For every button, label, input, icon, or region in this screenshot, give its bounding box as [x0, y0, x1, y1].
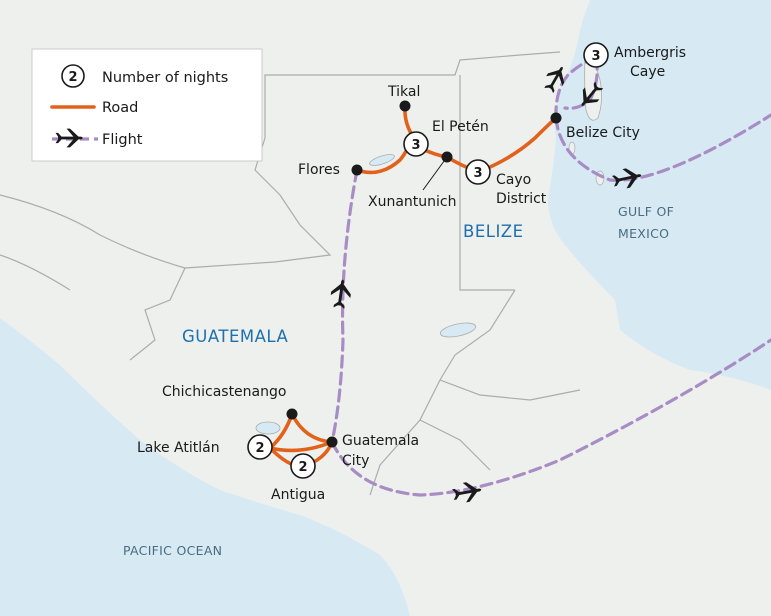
- legend-nights-label: Number of nights: [102, 70, 228, 86]
- legend-box: [31, 48, 263, 162]
- country-borders: [0, 51, 581, 496]
- water-label-pacific: PACIFIC OCEAN: [123, 543, 222, 558]
- legend-nights-number: 2: [68, 70, 77, 85]
- water-label-gulf-line1: GULF OF: [618, 204, 674, 219]
- label-chichicastenango: Chichicastenango: [162, 384, 286, 400]
- pacific-ocean: [0, 318, 410, 616]
- nights-badge-icon: 3: [465, 159, 491, 185]
- lake-atitlan-water: [255, 421, 281, 435]
- stop-marker-icon: [399, 100, 411, 112]
- nights-ambergris: 3: [591, 49, 600, 64]
- legend-nights-badge: 2: [61, 64, 85, 88]
- stop-marker-icon: [550, 112, 562, 124]
- label-cayo-line2: District: [496, 191, 547, 207]
- nights-badge-icon: 3: [403, 131, 429, 157]
- caribbean-sea-lower: [615, 300, 771, 390]
- xunantunich-leader: [422, 156, 448, 191]
- label-cayo-line1: Cayo: [496, 172, 531, 188]
- label-xunantunich: Xunantunich: [368, 194, 456, 210]
- nights-badge-icon: 2: [247, 434, 273, 460]
- stop-marker-icon: [326, 436, 338, 448]
- stop-marker-icon: [351, 164, 363, 176]
- water-label-gulf-line2: MEXICO: [618, 226, 669, 241]
- lake-peten-itza: [369, 154, 395, 166]
- legend-flight-label: Flight: [102, 132, 143, 148]
- nights-lake-atitlan: 2: [255, 441, 264, 456]
- legend-road-label: Road: [102, 100, 138, 116]
- flight-guatemala-city-south-east: [330, 338, 771, 497]
- label-guatemala-city-line2: City: [342, 453, 369, 469]
- nights-cayo: 3: [473, 166, 482, 181]
- label-tikal: Tikal: [387, 84, 420, 100]
- legend: 2 Number of nights Road Flight: [31, 48, 263, 162]
- label-el-peten: El Petén: [432, 119, 489, 135]
- country-label-belize: BELIZE: [463, 222, 524, 241]
- label-antigua: Antigua: [271, 487, 325, 503]
- nights-el-peten: 3: [411, 138, 420, 153]
- stop-marker-icon: [286, 408, 298, 420]
- road-lake-atitlan-guatemala-city: [268, 440, 334, 453]
- label-belize-city: Belize City: [566, 125, 640, 141]
- nights-badge-icon: 2: [290, 453, 316, 479]
- nights-badge-icon: [61, 64, 85, 88]
- lake-izabal: [439, 322, 477, 338]
- nights-antigua: 2: [298, 460, 307, 475]
- flight-flores-guatemala-city: [330, 168, 359, 444]
- road-cayo-belize-city: [476, 116, 558, 174]
- label-ambergris-line2: Caye: [630, 64, 665, 80]
- country-label-guatemala: GUATEMALA: [182, 327, 288, 346]
- label-flores: Flores: [298, 162, 340, 178]
- nights-badge-icon: 3: [583, 42, 609, 68]
- label-lake-atitlan: Lake Atitlán: [137, 440, 220, 456]
- label-guatemala-city-line1: Guatemala: [342, 433, 419, 449]
- label-ambergris-line1: Ambergris: [614, 45, 686, 61]
